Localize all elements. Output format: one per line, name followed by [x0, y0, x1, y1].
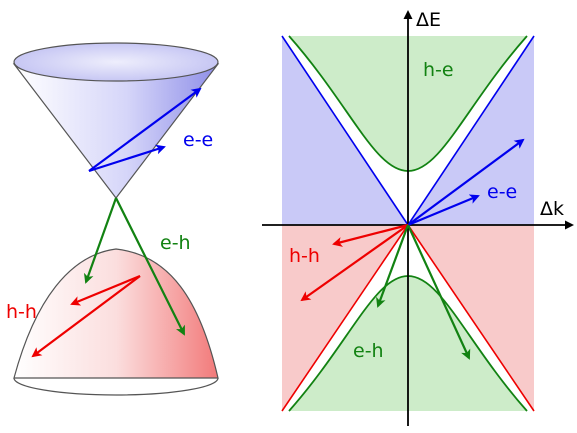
region-eh-label: e-h	[353, 340, 384, 362]
momentum-axis-label: Δk	[540, 198, 564, 220]
right-ee-arrow-long	[407, 138, 525, 226]
lower-cone-rim	[13, 377, 219, 396]
cone-line-blue-right	[407, 35, 535, 226]
lower-cone	[13, 248, 219, 379]
left-eh-arrows	[83, 197, 185, 336]
right-hh-arrow-short	[332, 223, 409, 247]
region-he-label: h-e	[423, 59, 454, 81]
right-eh-arrow-left	[376, 224, 410, 308]
left-eh-arrow-left	[83, 197, 118, 284]
cone-line-red-right	[407, 224, 535, 412]
left-eh-arrow-right	[115, 197, 185, 336]
left-ee-arrow-long	[88, 87, 202, 172]
left-hh-arrow-short	[70, 274, 141, 306]
left-hh-label: h-h	[6, 301, 37, 323]
right-hh-arrows	[300, 223, 409, 302]
upper-cone-top	[13, 42, 219, 82]
region-hh-label: h-h	[289, 245, 320, 267]
right-eh-arrow-right	[407, 224, 471, 360]
right-eh-arrows	[376, 224, 471, 360]
dirac-cones: e-e e-h h-h	[6, 42, 220, 396]
right-hh-arrow-long	[300, 224, 409, 302]
left-ee-label: e-e	[183, 129, 213, 151]
left-hh-arrows	[31, 274, 141, 358]
left-eh-label: e-h	[160, 232, 191, 254]
left-ee-arrow-short	[88, 144, 166, 173]
right-ee-arrows	[407, 138, 525, 227]
cone-line-blue-left	[281, 35, 409, 226]
left-hh-arrow-long	[31, 275, 141, 358]
transition-map: ΔE Δk h-e e-e h-h e-h	[262, 9, 574, 426]
cone-line-red-left	[281, 224, 409, 412]
region-ee-label: e-e	[487, 181, 517, 203]
right-ee-arrow-short	[407, 194, 480, 227]
left-ee-arrows	[88, 87, 202, 173]
energy-axis-label: ΔE	[416, 9, 441, 31]
